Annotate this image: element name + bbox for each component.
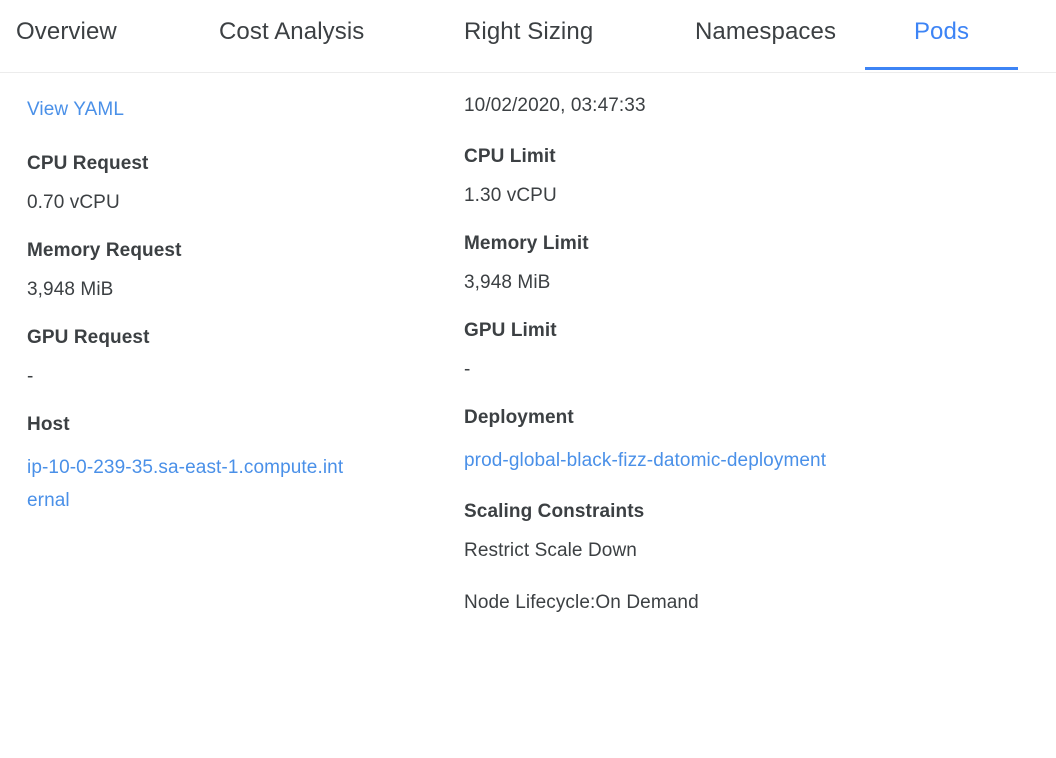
deployment-link[interactable]: prod-global-black-fizz-datomic-deploymen… bbox=[464, 450, 827, 471]
detail-column-left: View YAML CPU Request 0.70 vCPU Memory R… bbox=[0, 93, 464, 539]
detail-columns: View YAML CPU Request 0.70 vCPU Memory R… bbox=[0, 93, 1056, 638]
pod-timestamp: 10/02/2020, 03:47:33 bbox=[464, 95, 646, 116]
cpu-request-label: CPU Request bbox=[27, 153, 149, 174]
timestamp-row: 10/02/2020, 03:47:33 bbox=[464, 93, 1056, 119]
scaling-constraint-item: Node Lifecycle:On Demand bbox=[464, 592, 699, 613]
pod-detail-content: View YAML CPU Request 0.70 vCPU Memory R… bbox=[0, 73, 1056, 638]
view-yaml-row: View YAML bbox=[27, 93, 464, 126]
field-memory-limit: Memory Limit 3,948 MiB bbox=[464, 231, 1056, 296]
tab-namespaces-label: Namespaces bbox=[695, 18, 837, 45]
gpu-limit-label: GPU Limit bbox=[464, 320, 557, 341]
memory-request-value: 3,948 MiB bbox=[27, 279, 114, 300]
tab-bar: Overview Cost Analysis Right Sizing Name… bbox=[0, 0, 1056, 73]
detail-column-right: 10/02/2020, 03:47:33 CPU Limit 1.30 vCPU… bbox=[464, 93, 1056, 638]
field-gpu-limit: GPU Limit - bbox=[464, 318, 1056, 383]
field-cpu-request: CPU Request 0.70 vCPU bbox=[27, 151, 464, 216]
memory-request-label: Memory Request bbox=[27, 240, 182, 261]
tab-overview-label: Overview bbox=[16, 18, 117, 45]
view-yaml-link[interactable]: View YAML bbox=[27, 99, 125, 120]
tab-cost-analysis[interactable]: Cost Analysis bbox=[219, 0, 464, 72]
host-label: Host bbox=[27, 414, 70, 435]
tab-pods-label: Pods bbox=[913, 18, 970, 45]
cpu-limit-label: CPU Limit bbox=[464, 146, 556, 167]
scaling-constraint-item: Restrict Scale Down bbox=[464, 540, 637, 561]
field-cpu-limit: CPU Limit 1.30 vCPU bbox=[464, 144, 1056, 209]
tab-cost-analysis-label: Cost Analysis bbox=[219, 18, 365, 45]
scaling-constraints-label: Scaling Constraints bbox=[464, 501, 645, 522]
cpu-request-value: 0.70 vCPU bbox=[27, 192, 120, 213]
memory-limit-value: 3,948 MiB bbox=[464, 272, 551, 293]
gpu-request-value: - bbox=[27, 366, 34, 387]
tab-right-sizing[interactable]: Right Sizing bbox=[464, 0, 695, 72]
field-host: Host ip-10-0-239-35.sa-east-1.compute.in… bbox=[27, 412, 464, 517]
deployment-label: Deployment bbox=[464, 407, 574, 428]
tab-overview[interactable]: Overview bbox=[16, 0, 219, 72]
field-scaling-constraints: Scaling Constraints Restrict Scale Down … bbox=[464, 499, 1056, 616]
tab-list: Overview Cost Analysis Right Sizing Name… bbox=[0, 0, 1056, 72]
tab-right-sizing-label: Right Sizing bbox=[464, 18, 594, 45]
gpu-limit-value: - bbox=[464, 359, 471, 380]
tab-pods[interactable]: Pods bbox=[865, 0, 1018, 72]
field-memory-request: Memory Request 3,948 MiB bbox=[27, 238, 464, 303]
memory-limit-label: Memory Limit bbox=[464, 233, 589, 254]
cpu-limit-value: 1.30 vCPU bbox=[464, 185, 557, 206]
field-deployment: Deployment prod-global-black-fizz-datomi… bbox=[464, 405, 1056, 477]
host-link[interactable]: ip-10-0-239-35.sa-east-1.compute.interna… bbox=[27, 457, 344, 511]
gpu-request-label: GPU Request bbox=[27, 327, 150, 348]
active-tab-indicator bbox=[865, 67, 1018, 70]
tab-namespaces[interactable]: Namespaces bbox=[695, 0, 865, 72]
field-gpu-request: GPU Request - bbox=[27, 325, 464, 390]
